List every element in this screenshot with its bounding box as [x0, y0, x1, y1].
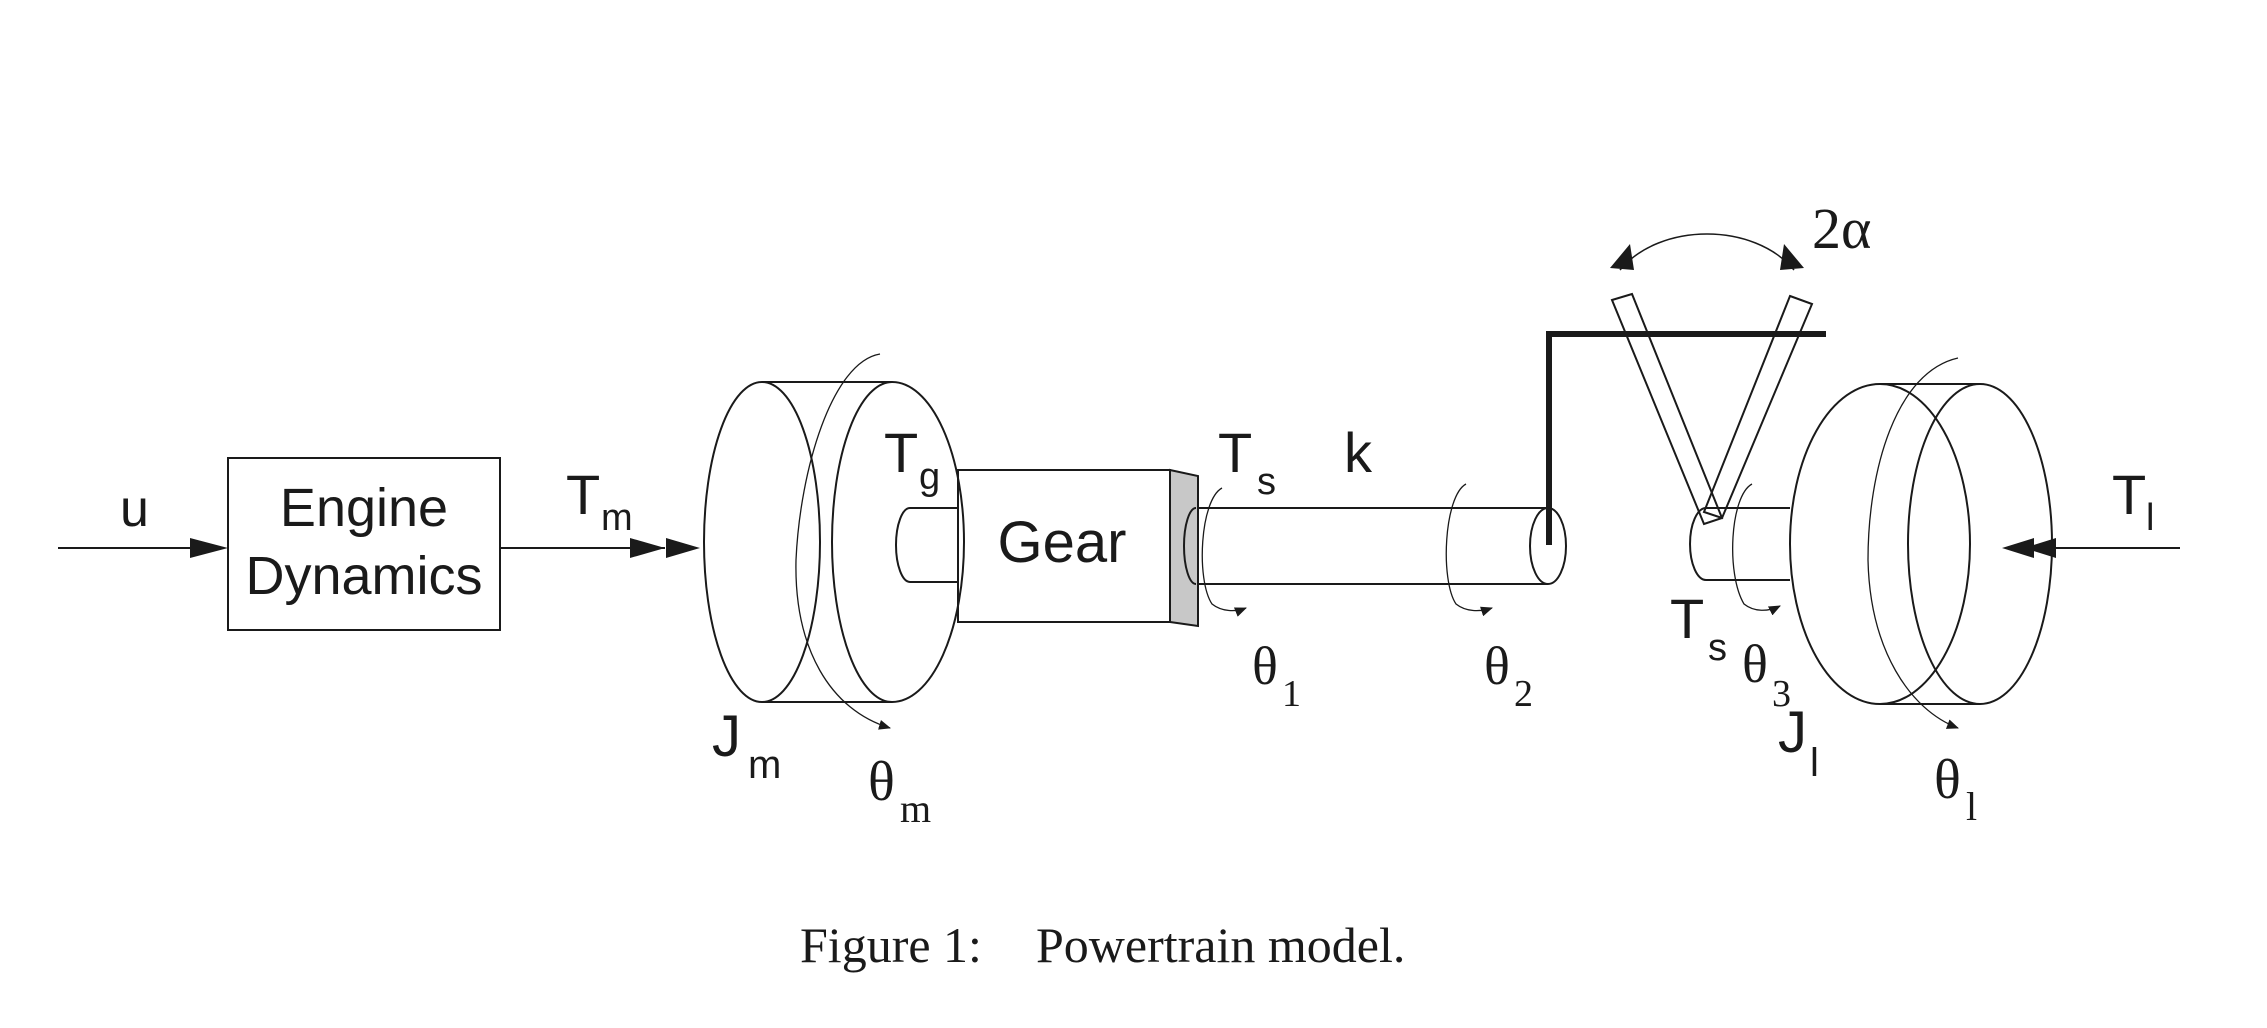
svg-text:T: T [2112, 463, 2146, 526]
svg-text:θ: θ [1484, 636, 1510, 696]
input-arrow [58, 538, 228, 558]
gear-label: Gear [998, 510, 1127, 575]
torque-label-shaft-right: T s [1670, 587, 1727, 669]
caption-number: Figure 1: [800, 917, 982, 973]
load-rotation-arrow [1867, 357, 1959, 729]
angle-label-theta1: θ 1 [1252, 636, 1301, 715]
svg-text:T: T [1218, 421, 1252, 484]
motor-flywheel [703, 381, 965, 703]
svg-text:θ: θ [1934, 749, 1961, 811]
gear-box: Gear [957, 468, 1199, 628]
angle-label-theta2: θ 2 [1484, 636, 1533, 715]
svg-text:m: m [748, 743, 781, 787]
theta1-rotation-arrow [1201, 487, 1247, 617]
angle-label-load: θ l [1934, 749, 1977, 829]
angle-label-motor: θ m [868, 751, 931, 831]
load-torque-arrow [2002, 538, 2180, 558]
svg-text:l: l [1966, 784, 1977, 829]
load-flywheel [1789, 383, 2053, 705]
backlash-fork [1610, 292, 1814, 526]
backlash-range-arrow [1619, 233, 1795, 271]
stiffness-label: k [1344, 421, 1373, 484]
inertia-label-motor: J m [712, 704, 781, 787]
gear-input-shaft [895, 507, 958, 583]
backlash-arrowhead-right [1780, 244, 1804, 270]
torque-label-shaft-left: T s [1218, 421, 1276, 503]
figure-caption: Figure 1: Powertrain model. [800, 917, 1405, 973]
input-label: u [120, 480, 149, 538]
svg-text:θ: θ [1252, 636, 1278, 696]
svg-text:T: T [884, 421, 918, 484]
svg-text:g: g [919, 456, 940, 498]
svg-text:T: T [566, 463, 600, 526]
caption-text: Powertrain model. [1036, 917, 1405, 973]
svg-text:l: l [1810, 741, 1819, 785]
svg-text:m: m [900, 786, 931, 831]
svg-text:s: s [1708, 627, 1727, 669]
load-side-shaft [1689, 507, 1790, 581]
svg-text:θ: θ [1742, 634, 1768, 694]
svg-text:J: J [1778, 700, 1807, 765]
engine-block-line1: Engine [280, 478, 448, 538]
inertia-label-load: J l [1778, 700, 1819, 785]
angle-label-theta3: θ 3 [1742, 634, 1791, 715]
backlash-arrowhead-left [1610, 244, 1634, 270]
motor-torque-arrow [500, 538, 700, 558]
engine-dynamics-block: Engine Dynamics [227, 457, 501, 631]
svg-text:l: l [2146, 497, 2154, 539]
svg-text:θ: θ [868, 751, 895, 813]
theta2-rotation-arrow [1445, 483, 1493, 617]
engine-block-line2: Dynamics [245, 546, 482, 606]
svg-text:m: m [601, 497, 633, 539]
theta3-rotation-arrow [1732, 483, 1781, 616]
svg-text:3: 3 [1772, 673, 1791, 715]
svg-text:2: 2 [1514, 673, 1533, 715]
torque-label-load: T l [2112, 463, 2154, 539]
torque-label-motor: T m [566, 463, 633, 539]
svg-text:1: 1 [1282, 673, 1301, 715]
torque-label-gear: T g [884, 421, 940, 498]
backlash-bracket [1546, 331, 1826, 545]
svg-text:T: T [1670, 587, 1704, 650]
flexible-shaft [1183, 507, 1567, 585]
svg-text:s: s [1257, 461, 1276, 503]
svg-text:J: J [712, 704, 741, 769]
backlash-label: 2α [1812, 196, 1871, 261]
motor-rotation-arrow [795, 353, 891, 730]
